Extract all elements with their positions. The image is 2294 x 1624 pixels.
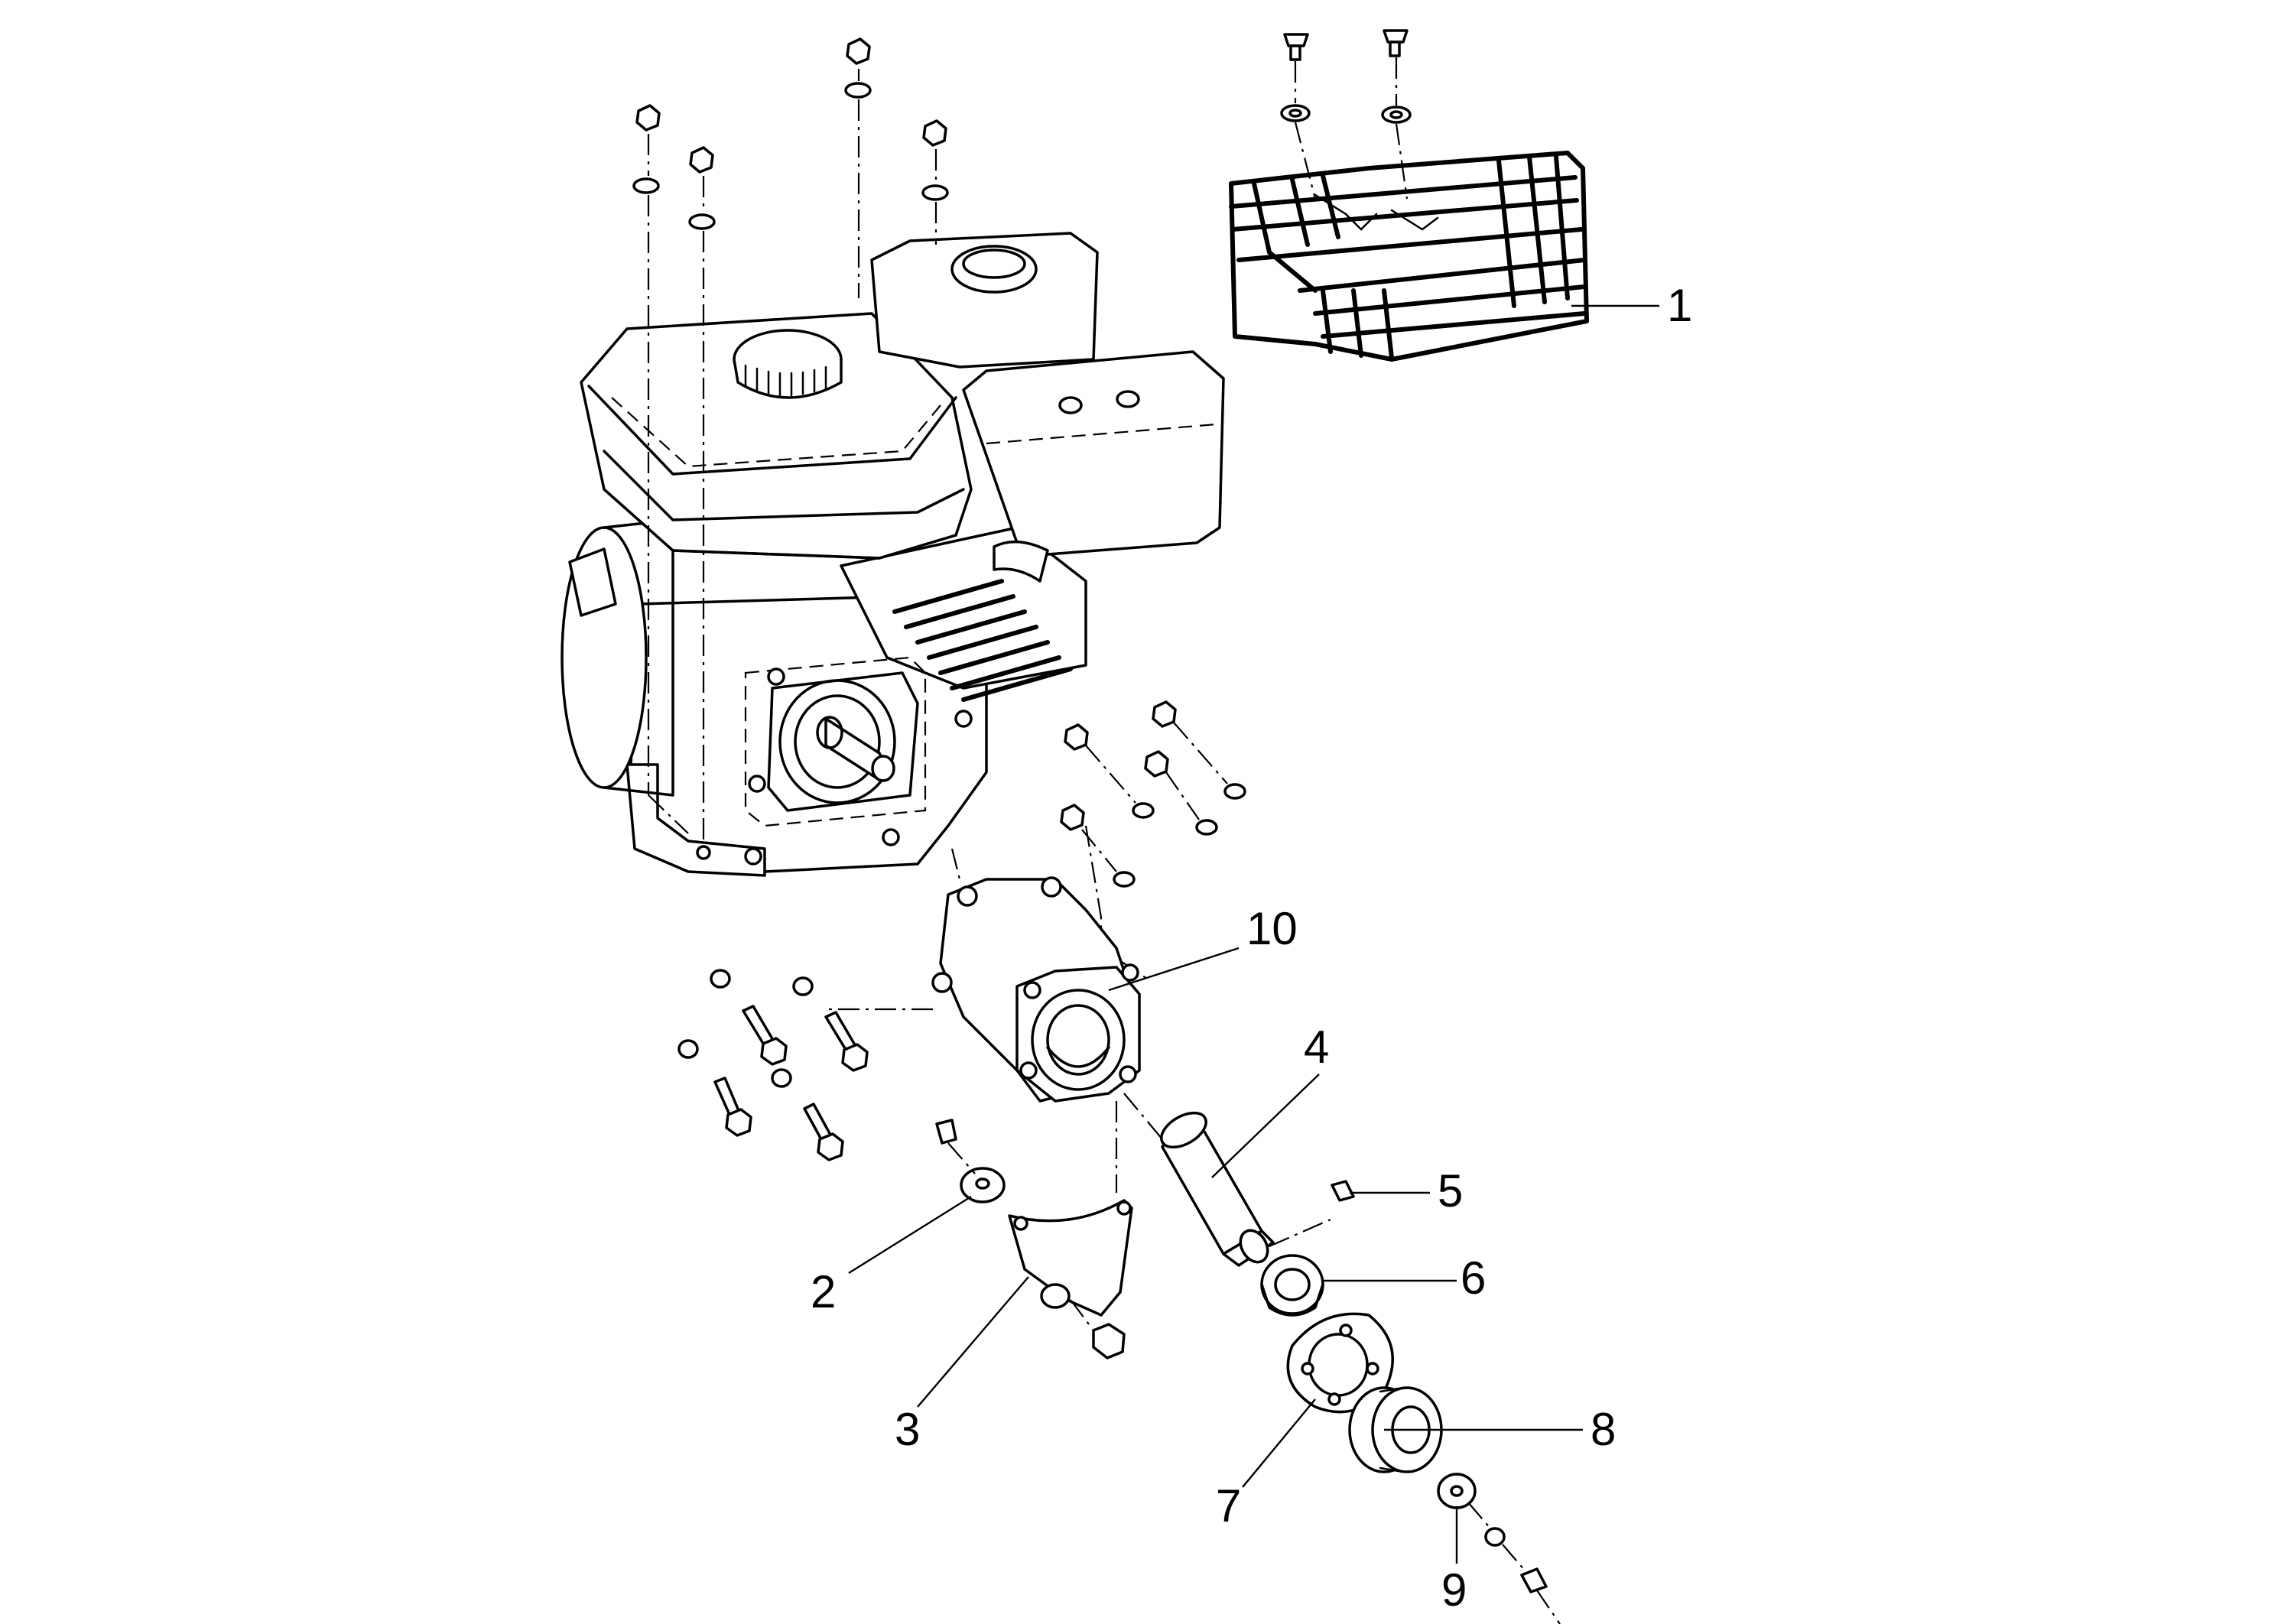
callout-1: 1	[1667, 280, 1692, 331]
housing-bolts	[677, 969, 869, 1161]
callout-3: 3	[895, 1404, 920, 1455]
air-cleaner	[870, 232, 1099, 369]
pto-flange	[696, 667, 973, 866]
muffler	[962, 350, 1225, 583]
callout-4: 4	[1304, 1021, 1329, 1073]
callout-6: 6	[1461, 1252, 1486, 1304]
callout-8: 8	[1591, 1404, 1616, 1455]
callout-5: 5	[1438, 1165, 1463, 1216]
engine-mount-nuts	[632, 37, 949, 841]
bracket-3	[1008, 1101, 1133, 1359]
callouts: 1 2 3 4 5 6 7 8 9 10	[811, 280, 1692, 1616]
callout-7: 7	[1216, 1480, 1241, 1531]
callout-9: 9	[1441, 1564, 1467, 1616]
muffler-guard	[1229, 151, 1589, 362]
callout-10: 10	[1246, 903, 1298, 954]
fuel-tank	[580, 312, 973, 560]
washer-2	[935, 1119, 1006, 1203]
guard-screws	[1280, 29, 1412, 200]
leader-lines	[848, 304, 1659, 1564]
engine	[561, 232, 1225, 877]
washer-9	[1437, 1473, 1561, 1624]
key-5	[1331, 1180, 1355, 1202]
pump-housing	[826, 848, 1141, 1103]
shaft-4	[1123, 1093, 1331, 1267]
housing-nuts	[1060, 700, 1246, 979]
bearing-6	[1260, 1254, 1324, 1317]
callout-2: 2	[811, 1266, 836, 1317]
